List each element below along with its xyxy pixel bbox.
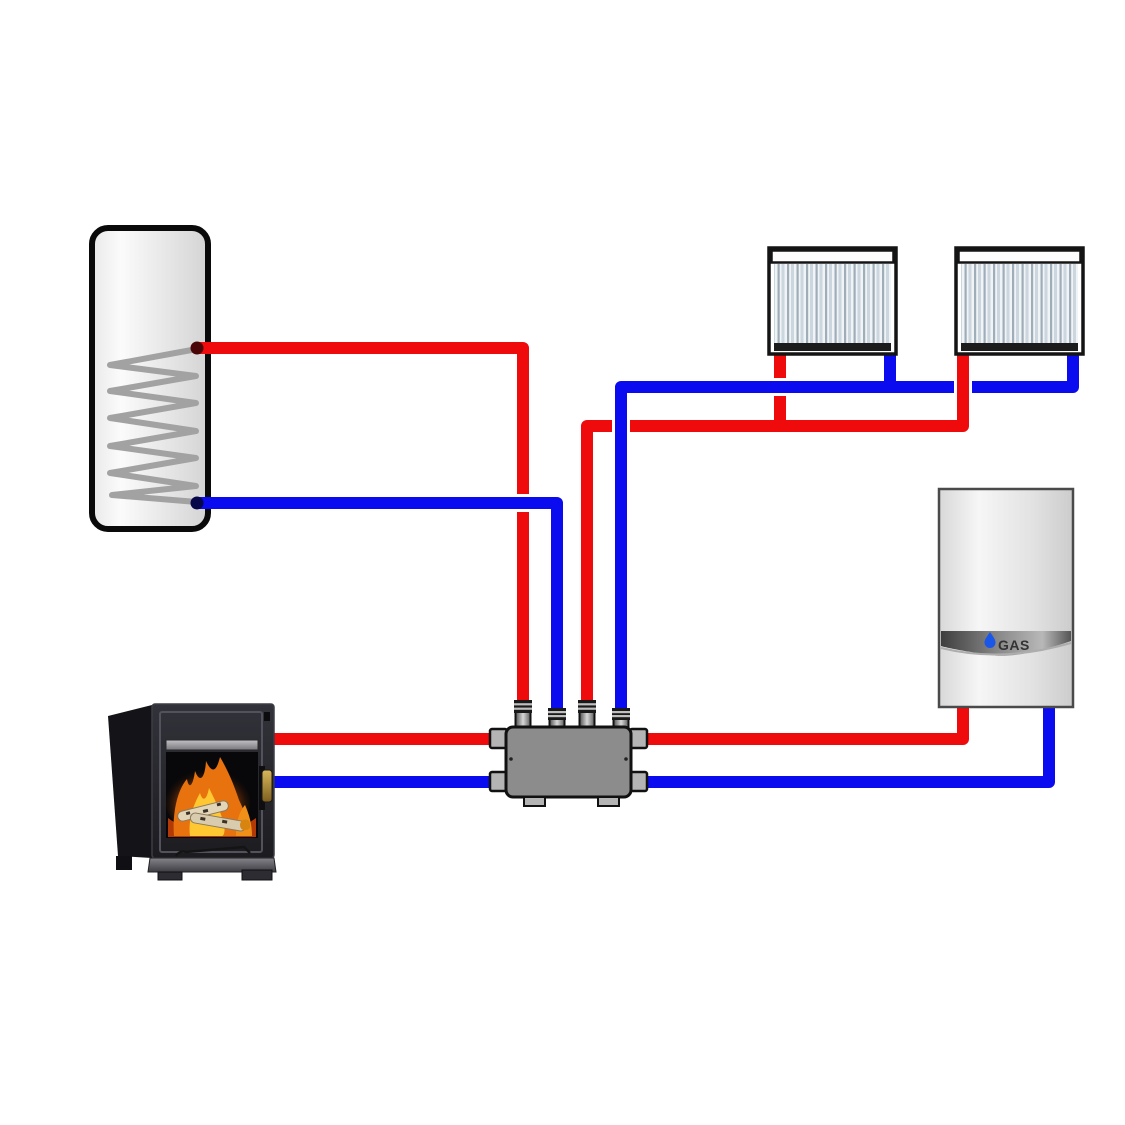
stove-back-foot: [116, 856, 132, 870]
stove-top-latch: [264, 712, 270, 721]
manifold-detail-dot-left: [509, 757, 513, 761]
hot-pipe-end-cap: [190, 341, 204, 355]
boiler-casing: [937, 487, 1075, 709]
pipe-cold-tank-to-manifold: [196, 497, 563, 710]
radiator-2: [954, 246, 1085, 356]
stove-foot-left: [157, 871, 183, 881]
manifold: [488, 700, 649, 807]
pipe-hot-manifold-to-boiler: [640, 702, 969, 745]
manifold-body: [504, 725, 633, 799]
manifold-detail-dot-right: [624, 757, 628, 761]
stove-vent-bar: [165, 739, 259, 751]
cold-pipe-end-cap: [190, 496, 204, 510]
stove-foot-right: [241, 869, 273, 881]
stove-door-handle: [261, 769, 273, 803]
manifold-right-port-hot: [628, 727, 649, 750]
pipes: [196, 342, 1082, 788]
tank-heat-exchanger-coil: [107, 346, 200, 505]
stove-logs: [177, 800, 247, 832]
boiler-brand-label: GAS: [998, 637, 1030, 653]
gas-boiler: GAS: [937, 487, 1075, 709]
stove-base-plinth: [147, 857, 277, 873]
pipe-cold-radiators-to-manifold: [615, 348, 1079, 710]
stove-side-panel: [108, 705, 152, 858]
radiator-1: [767, 246, 898, 356]
manifold-foot-right: [597, 796, 620, 807]
pipe-hot-tank-to-manifold: [196, 342, 529, 706]
manifold-left-port-cold: [488, 770, 509, 793]
gas-flame-icon: [984, 632, 996, 648]
pipe-hot-radiator2-drop: [955, 348, 969, 432]
manifold-right-port-cold: [628, 770, 649, 793]
buffer-tank: [89, 225, 211, 532]
stove-ash-lever: [174, 845, 251, 857]
pipe-casing: [215, 494, 566, 710]
stove-logo-emblem: [240, 819, 251, 830]
pipe-cold-manifold-to-boiler: [640, 702, 1055, 788]
manifold-foot-left: [523, 796, 546, 807]
pipe-hot-manifold-to-radiators: [581, 420, 958, 712]
wood-stove: [108, 703, 277, 881]
manifold-left-port-hot: [488, 727, 509, 750]
boiler-swoosh-line: [940, 642, 1072, 656]
